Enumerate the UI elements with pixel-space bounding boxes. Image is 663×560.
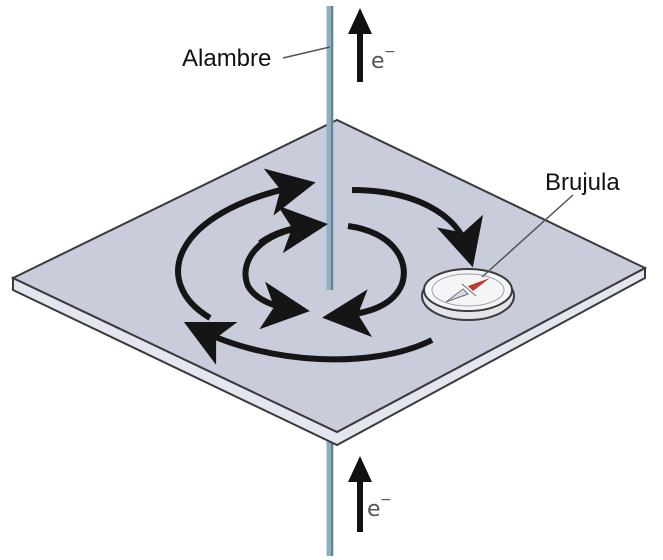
inner-field-arrow-bottom [322, 223, 407, 338]
current-arrow-top [348, 8, 372, 82]
outer-field-arrow-right [351, 187, 484, 268]
electron-sign-bottom: − [380, 492, 392, 508]
electron-sign-top: − [384, 44, 396, 60]
outer-field-arrow-bottom [183, 321, 434, 365]
wire-label: Alambre [182, 45, 271, 72]
outer-field-arrow-top [175, 168, 316, 321]
compass-needle-north [468, 278, 490, 291]
up-arrow-icon [348, 8, 372, 34]
up-arrow-icon [348, 456, 372, 482]
compass [421, 268, 515, 321]
compass-face [423, 268, 513, 312]
inner-field-arrow-top-start [258, 205, 328, 254]
wire-leader-line [282, 46, 331, 59]
compass-label: Brujula [545, 169, 620, 196]
electron-label-top: e [371, 49, 385, 74]
compass-leader-line [481, 194, 574, 278]
current-arrow-bottom [348, 456, 372, 532]
field-lines [175, 168, 484, 365]
compass-needle-south [445, 288, 469, 303]
electron-label-bottom: e [367, 497, 381, 522]
